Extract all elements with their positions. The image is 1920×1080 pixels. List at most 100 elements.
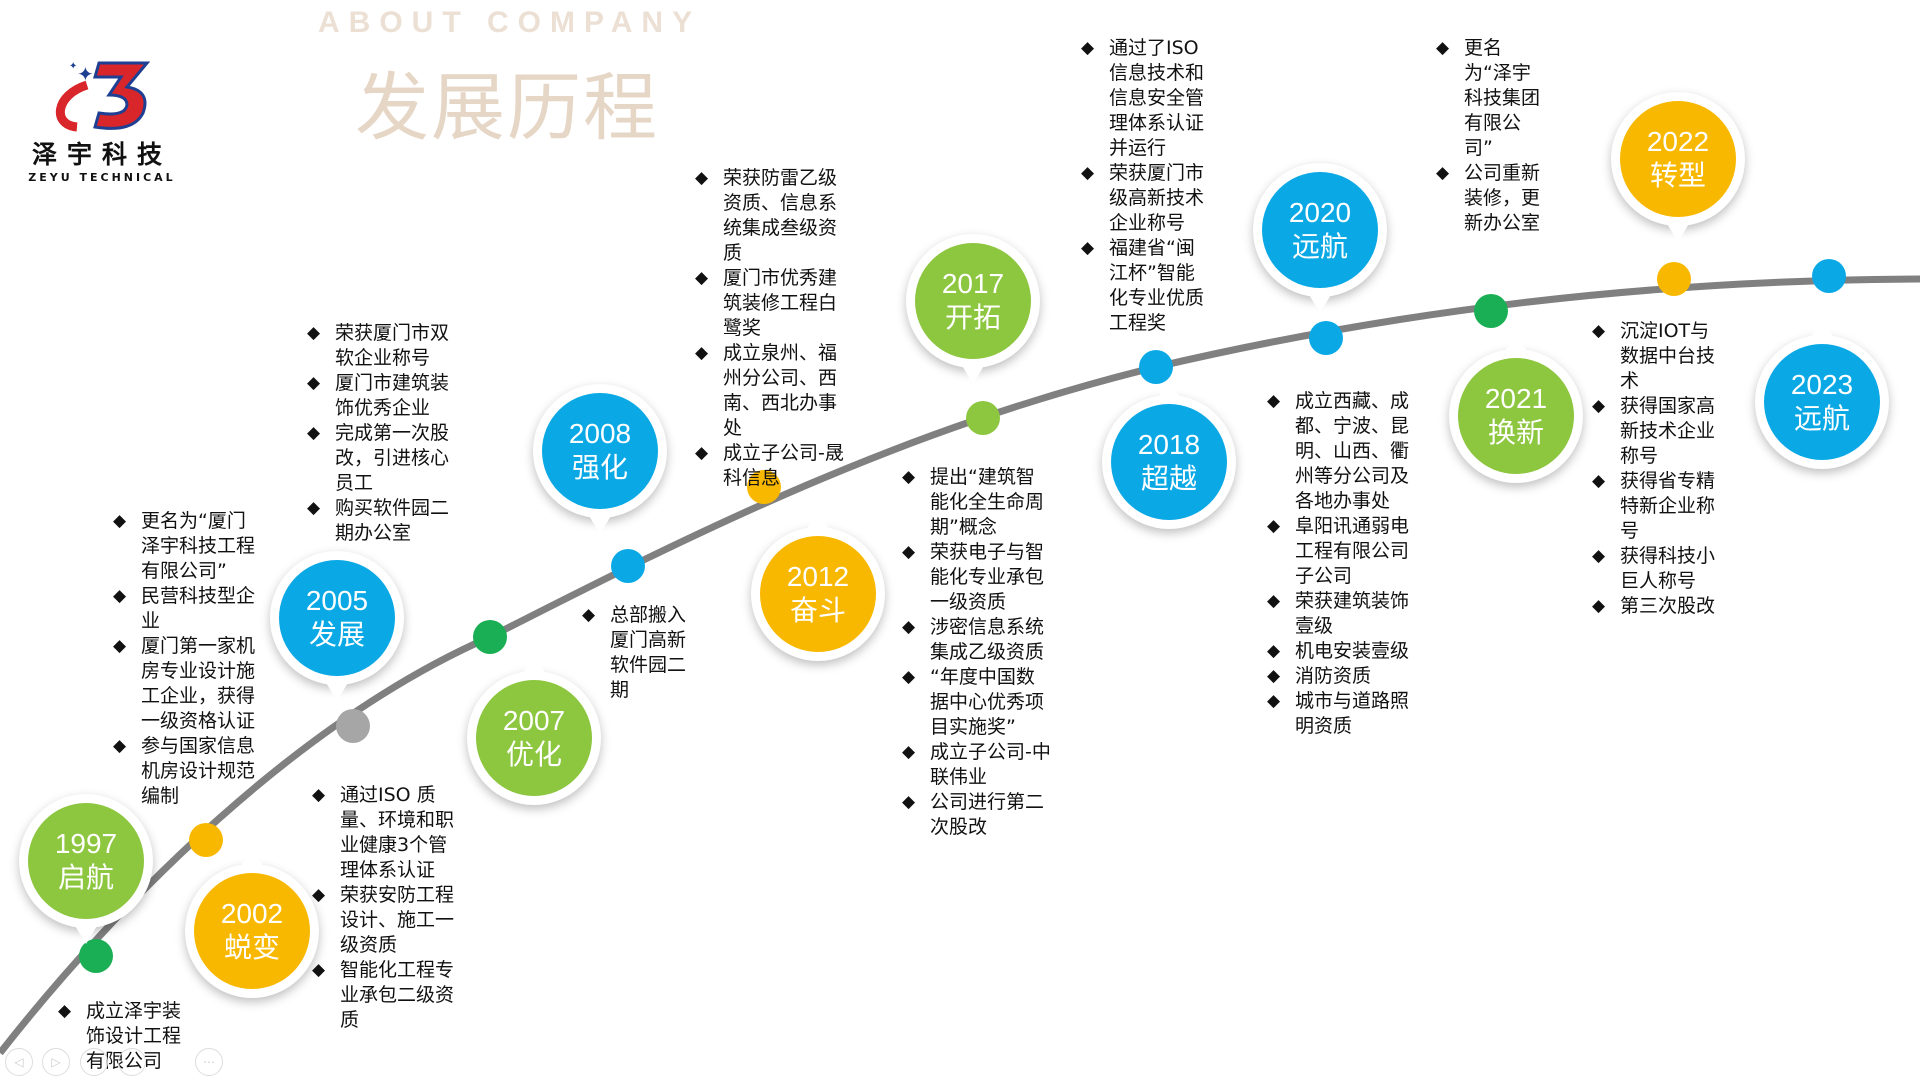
page-title: 发展历程 <box>355 65 659 151</box>
timeline-dot-2023 <box>1812 259 1846 293</box>
events-2017: 提出“建筑智能化全生命周期”概念荣获电子与智能化专业承包一级资质涉密信息系统集成… <box>902 465 1052 840</box>
milestone-text: 2012 <box>786 561 850 592</box>
event-item: 成立西藏、成都、宁波、昆明、山西、衢州等分公司及各地办事处 <box>1267 389 1417 514</box>
event-item: 荣获防雷乙级资质、信息系统集成叁级资质 <box>695 166 845 266</box>
event-item: 更名为“泽宇科技集团有限公司” <box>1436 36 1546 161</box>
event-item: 通过了ISO信息技术和信息安全管理体系认证并运行 <box>1081 36 1211 161</box>
event-item: 荣获电子与智能化专业承包一级资质 <box>902 540 1052 615</box>
milestone-text: 远航 <box>1291 231 1348 262</box>
events-2002: 通过ISO 质量、环境和职业健康3个管理体系认证荣获安防工程设计、施工一级资质智… <box>312 783 462 1033</box>
event-item: 公司进行第二次股改 <box>902 790 1052 840</box>
milestone-text: 2018 <box>1137 429 1201 460</box>
event-item: 总部搬入厦门高新软件园二期 <box>582 603 692 703</box>
event-item: 获得科技小巨人称号 <box>1592 544 1722 594</box>
event-item: 购买软件园二期办公室 <box>307 496 457 546</box>
timeline-dot-2005 <box>336 709 370 743</box>
timeline-dot-1997 <box>79 939 113 973</box>
milestone-text: 2005 <box>305 585 369 616</box>
events-2007: 荣获厦门市双软企业称号厦门市建筑装饰优秀企业完成第一次股改，引进核心员工购买软件… <box>307 321 457 546</box>
timeline-dot-2020 <box>1309 321 1343 355</box>
milestone-text: 2007 <box>502 705 566 736</box>
event-item: 提出“建筑智能化全生命周期”概念 <box>902 465 1052 540</box>
prev-slide-button[interactable]: ◁ <box>5 1048 33 1076</box>
about-heading: ABOUT COMPANY <box>318 6 702 39</box>
logo-cn: 泽宇科技 <box>31 140 172 169</box>
event-item: 荣获厦门市级高新技术企业称号 <box>1081 161 1211 236</box>
timeline-dot-2021 <box>1474 294 1508 328</box>
milestone-text: 1997 <box>54 828 118 859</box>
logo-en: ZEYU TECHNICAL <box>28 171 176 184</box>
event-item: 成立子公司-中联伟业 <box>902 740 1052 790</box>
milestone-text: 开拓 <box>944 302 1001 333</box>
event-item: 更名为“厦门泽宇科技工程有限公司” <box>113 509 263 584</box>
event-item: 阜阳讯通弱电工程有限公司子公司 <box>1267 514 1417 589</box>
zoom-button[interactable] <box>118 1048 146 1076</box>
timeline-dot-2008 <box>611 549 645 583</box>
events-2020: 成立西藏、成都、宁波、昆明、山西、衢州等分公司及各地办事处阜阳讯通弱电工程有限公… <box>1267 389 1417 739</box>
events-2012: 荣获防雷乙级资质、信息系统集成叁级资质厦门市优秀建筑装修工程白鹭奖成立泉州、福州… <box>695 166 845 491</box>
event-item: 厦门第一家机房专业设计施工企业，获得一级资格认证 <box>113 634 263 734</box>
pen-tool-button[interactable] <box>80 1048 108 1076</box>
event-item: 荣获安防工程设计、施工一级资质 <box>312 883 462 958</box>
milestone-text: 蜕变 <box>223 932 280 963</box>
milestone-text: 发展 <box>308 619 365 650</box>
milestone-text: 2021 <box>1484 383 1548 414</box>
event-item: 成立子公司-晟科信息 <box>695 441 845 491</box>
milestone-text: 2002 <box>220 898 284 929</box>
event-item: 完成第一次股改，引进核心员工 <box>307 421 457 496</box>
milestone-text: 强化 <box>571 452 628 483</box>
event-item: 成立泉州、福州分公司、西南、西北办事处 <box>695 341 845 441</box>
timeline-dot-2018 <box>1139 350 1173 384</box>
timeline-dot-2022 <box>1657 262 1691 296</box>
next-slide-button[interactable]: ▷ <box>42 1048 70 1076</box>
event-item: 通过ISO 质量、环境和职业健康3个管理体系认证 <box>312 783 462 883</box>
event-item: 福建省“闽江杯”智能化专业优质工程奖 <box>1081 236 1211 336</box>
logo-mark-icon: ✦✦ <box>56 61 151 132</box>
event-item: 厦门市优秀建筑装修工程白鹭奖 <box>695 266 845 341</box>
svg-text:✦: ✦ <box>77 62 94 86</box>
milestone-text: 2008 <box>568 418 632 449</box>
milestone-text: 转型 <box>1649 160 1706 191</box>
event-item: 城市与道路照明资质 <box>1267 689 1417 739</box>
event-item: 荣获厦门市双软企业称号 <box>307 321 457 371</box>
events-2008: 总部搬入厦门高新软件园二期 <box>582 603 692 703</box>
events-2018: 通过了ISO信息技术和信息安全管理体系认证并运行荣获厦门市级高新技术企业称号福建… <box>1081 36 1211 336</box>
events-2022: 沉淀IOT与数据中台技术获得国家高新技术企业称号获得省专精特新企业称号获得科技小… <box>1592 319 1722 619</box>
milestone-text: 超越 <box>1140 463 1197 494</box>
milestone-text: 2022 <box>1646 126 1710 157</box>
event-item: 获得国家高新技术企业称号 <box>1592 394 1722 469</box>
event-item: 智能化工程专业承包二级资质 <box>312 958 462 1033</box>
events-2005: 更名为“厦门泽宇科技工程有限公司”民营科技型企业厦门第一家机房专业设计施工企业，… <box>113 509 263 809</box>
timeline-dot-2002 <box>189 823 223 857</box>
event-item: 荣获建筑装饰壹级 <box>1267 589 1417 639</box>
event-item: “年度中国数据中心优秀项目实施奖” <box>902 665 1052 740</box>
event-item: 公司重新装修，更新办公室 <box>1436 161 1546 236</box>
timeline-dot-2007 <box>473 620 507 654</box>
timeline-dot-2017 <box>966 401 1000 435</box>
event-item: 民营科技型企业 <box>113 584 263 634</box>
events-2021: 更名为“泽宇科技集团有限公司”公司重新装修，更新办公室 <box>1436 36 1546 236</box>
milestone-text: 远航 <box>1793 403 1850 434</box>
event-item: 涉密信息系统集成乙级资质 <box>902 615 1052 665</box>
milestone-text: 奋斗 <box>789 595 846 626</box>
event-item: 参与国家信息机房设计规范编制 <box>113 734 263 809</box>
event-item: 机电安装壹级 <box>1267 639 1417 664</box>
more-options-button[interactable]: ⋯ <box>195 1048 223 1076</box>
milestone-text: 换新 <box>1487 417 1544 448</box>
milestone-text: 优化 <box>505 739 562 770</box>
milestone-text: 2017 <box>941 268 1005 299</box>
event-item: 沉淀IOT与数据中台技术 <box>1592 319 1722 394</box>
milestone-text: 2023 <box>1790 369 1854 400</box>
